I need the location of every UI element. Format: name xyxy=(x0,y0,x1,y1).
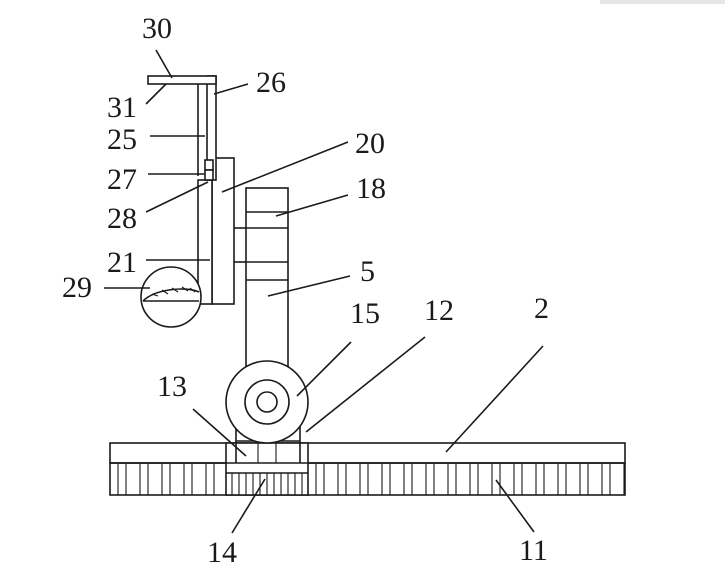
label-15: 15 xyxy=(350,297,380,330)
label-20: 20 xyxy=(355,127,385,160)
label-21: 21 xyxy=(107,246,137,279)
label-31: 31 xyxy=(107,91,137,124)
label-11: 11 xyxy=(519,534,548,567)
label-18: 18 xyxy=(356,172,386,205)
label-28: 28 xyxy=(107,202,137,235)
arm-assembly xyxy=(147,75,246,305)
label-13: 13 xyxy=(157,370,187,403)
rack-teeth xyxy=(117,463,625,495)
label-26: 26 xyxy=(256,66,286,99)
scan-edge-shadow xyxy=(600,0,725,4)
gear-rack xyxy=(109,462,626,496)
label-2: 2 xyxy=(534,292,549,325)
label-29: 29 xyxy=(62,271,92,304)
label-30: 30 xyxy=(142,12,172,45)
label-27: 27 xyxy=(107,163,137,196)
label-5: 5 xyxy=(360,255,375,288)
label-12: 12 xyxy=(424,294,454,327)
slider-teeth xyxy=(231,473,303,495)
base-rail xyxy=(109,442,626,464)
label-14: 14 xyxy=(207,536,237,569)
label-25: 25 xyxy=(107,123,137,156)
reference-numerals: 30 31 26 25 20 27 18 28 21 29 5 15 12 2 … xyxy=(62,12,549,569)
drive-wheel xyxy=(225,360,309,444)
roller xyxy=(140,266,202,328)
slider-block xyxy=(225,442,309,496)
leader-lines xyxy=(104,49,544,534)
